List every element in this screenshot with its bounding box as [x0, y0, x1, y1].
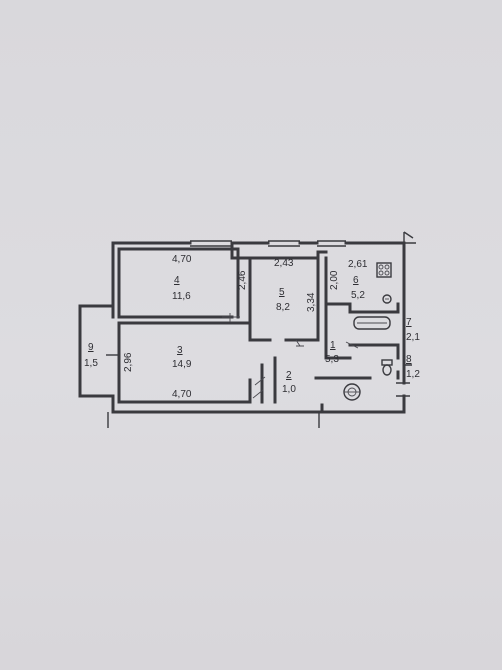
- room-5-number: 5: [279, 287, 285, 298]
- room-1-number: 1: [330, 340, 336, 351]
- room-2-area: 1,0: [282, 384, 296, 395]
- room-3-area: 14,9: [172, 359, 192, 370]
- dimension-bottom-room3: 4,70: [172, 389, 192, 400]
- dimension-top-room4: 4,70: [172, 254, 192, 265]
- dimension-room4-side: 2,46: [237, 270, 248, 290]
- sink-icon: [382, 294, 392, 304]
- room-4-area: 11,6: [172, 291, 191, 302]
- room-9-number: 9: [88, 342, 94, 353]
- toilet-icon: [381, 359, 393, 376]
- room-4-number: 4: [174, 275, 180, 286]
- room-8-area: 1,2: [406, 369, 420, 380]
- dimension-top-room6: 2,61: [348, 259, 368, 270]
- dimension-room6-side: 2,00: [329, 270, 340, 290]
- room-8-number: 8: [406, 354, 412, 365]
- dimension-top-room5: 2,43: [274, 258, 294, 269]
- room-7-number: 7: [406, 317, 412, 328]
- room-7-area: 2,1: [406, 332, 420, 343]
- outer-walls: [107, 231, 416, 428]
- dimension-room3-side: 2,96: [123, 352, 134, 372]
- dimension-room5-side: 3,34: [306, 292, 317, 312]
- room-6-area: 5,2: [351, 290, 365, 301]
- gas-riser-icon: [343, 383, 361, 401]
- room-3-number: 3: [177, 345, 183, 356]
- balcony-outline: [78, 304, 120, 398]
- room-6-number: 6: [353, 275, 359, 286]
- room-9-area: 1,5: [84, 358, 98, 369]
- door-marks: [222, 313, 359, 399]
- interior-walls: [117, 241, 400, 404]
- room-2-number: 2: [286, 370, 292, 381]
- room-5-area: 8,2: [276, 302, 290, 313]
- bathtub-icon: [353, 316, 391, 330]
- gas-stove-icon: [376, 262, 392, 278]
- room-1-area: 5,3: [325, 354, 339, 365]
